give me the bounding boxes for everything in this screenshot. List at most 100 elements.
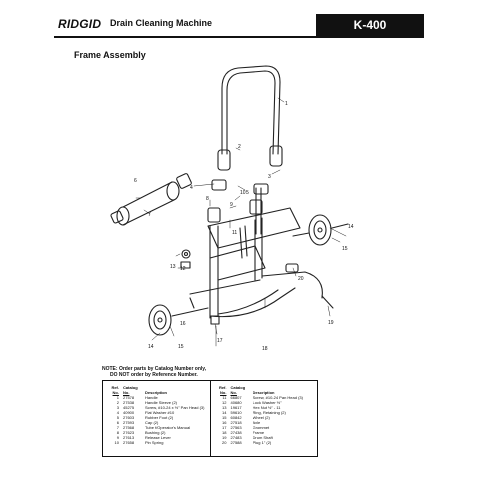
header-ref-top: Ref. xyxy=(111,385,119,390)
header-ref-bottom: No. xyxy=(220,390,227,395)
header-ref: Ref. No. xyxy=(107,385,119,395)
callout-11: 11 xyxy=(232,230,237,236)
callout-19: 19 xyxy=(328,320,334,326)
header-catalog: Catalog No. xyxy=(231,385,249,395)
row-catalog: 27568 xyxy=(123,425,135,430)
header-ref-top: Ref. xyxy=(218,385,227,390)
small-parts-drawing xyxy=(180,249,334,325)
frame-assembly-diagram: 1 2 3 4 5 6 7 8 9 10 11 12 13 14 14 15 1… xyxy=(110,65,354,352)
ordering-note-line-1: NOTE: Order parts by Catalog Number only… xyxy=(102,366,207,372)
row-description: Wheel (2) xyxy=(252,415,270,420)
row-ref: 9 xyxy=(116,435,119,440)
row-description: Tube f/Operator's Manual xyxy=(145,425,191,430)
callout-15-right: 15 xyxy=(342,246,348,252)
row-description: Screw, #10-24 x ½" Pan Head (3) xyxy=(145,405,205,410)
callout-2: 2 xyxy=(238,144,241,150)
row-description: Release Lever xyxy=(145,435,171,440)
row-ref: 20 xyxy=(222,440,227,445)
row-description: Screw, #10-24 Pan Head (3) xyxy=(252,395,303,400)
parts-table-header: Ref. No. Catalog No. Description xyxy=(107,383,206,395)
header-description-text: Description xyxy=(252,390,275,395)
row-description: Drum Shaft xyxy=(252,435,273,440)
callout-12: 12 xyxy=(180,266,186,272)
section-title: Frame Assembly xyxy=(74,50,146,60)
row-description: Ring, Retaining (2) xyxy=(252,410,286,415)
row-catalog: 27623 xyxy=(123,430,135,435)
callout-4: 4 xyxy=(190,185,193,191)
table-row: 8 27623 Bushing (2) xyxy=(107,430,206,435)
callout-7: 7 xyxy=(148,212,151,218)
row-ref: 10 xyxy=(114,440,119,445)
frame-drawing xyxy=(189,187,323,319)
row-description: Grommet xyxy=(252,425,270,430)
row-catalog: 40900 xyxy=(123,410,135,415)
row-catalog: 27538 xyxy=(123,400,135,405)
row-ref: 4 xyxy=(116,410,119,415)
manual-tube-drawing xyxy=(110,173,192,226)
callout-8: 8 xyxy=(206,196,209,202)
ordering-note: NOTE: Order parts by Catalog Number only… xyxy=(102,366,206,378)
header-ref: Ref. No. xyxy=(215,385,227,395)
row-ref: 3 xyxy=(116,405,119,410)
row-description: Plug 1" (2) xyxy=(252,440,272,445)
header-catalog-top: Catalog xyxy=(123,385,138,390)
row-ref: 17 xyxy=(222,425,227,430)
row-catalog: 27593 xyxy=(123,420,135,425)
table-row: 4 40900 Flat Washer #10 xyxy=(107,410,206,415)
row-description: Hex Nut ½" - 11 xyxy=(252,405,281,410)
table-row: 7 27568 Tube f/Operator's Manual xyxy=(107,425,206,430)
row-ref: 13 xyxy=(222,405,227,410)
row-description: Handle xyxy=(145,395,158,400)
wheel-right-drawing xyxy=(292,214,349,246)
row-description: Handle Sleeve (2) xyxy=(145,400,178,405)
callout-16: 16 xyxy=(180,321,186,327)
table-row: 2 27538 Handle Sleeve (2) xyxy=(107,400,206,405)
row-ref: 11 xyxy=(222,395,227,400)
row-catalog: 19617 xyxy=(230,405,242,410)
row-catalog: 59610 xyxy=(230,410,242,415)
row-ref: 2 xyxy=(116,400,119,405)
row-ref: 5 xyxy=(116,415,119,420)
callout-labels: 1 2 3 4 5 6 7 8 9 10 11 12 13 14 14 15 1… xyxy=(134,101,354,352)
row-ref: 7 xyxy=(116,425,119,430)
row-ref: 15 xyxy=(222,415,227,420)
row-ref: 19 xyxy=(222,435,227,440)
row-description: Flat Washer #10 xyxy=(145,410,175,415)
row-catalog: 45275 xyxy=(123,405,135,410)
row-catalog: 27588 xyxy=(230,440,242,445)
callout-1: 1 xyxy=(285,101,288,107)
row-catalog: 66807 xyxy=(230,395,242,400)
row-description: Lock Washer ½" xyxy=(252,400,282,405)
row-ref: 8 xyxy=(116,430,119,435)
row-catalog: 27578 xyxy=(123,395,135,400)
row-catalog: 27563 xyxy=(230,425,242,430)
row-ref: 16 xyxy=(222,420,227,425)
brand-logo: RIDGID xyxy=(58,17,102,31)
row-catalog: 60842 xyxy=(230,415,242,420)
model-number: K-400 xyxy=(353,18,387,32)
row-description: Frame xyxy=(252,430,265,435)
document-subtitle: Drain Cleaning Machine xyxy=(110,18,213,28)
callout-6: 6 xyxy=(134,178,137,184)
row-ref: 14 xyxy=(222,410,227,415)
callout-14-left: 14 xyxy=(148,344,154,350)
row-catalog: 27483 xyxy=(230,435,242,440)
ordering-note-line-2: DO NOT order by Reference Number. xyxy=(110,372,198,378)
row-description: Bushing (2) xyxy=(145,430,166,435)
